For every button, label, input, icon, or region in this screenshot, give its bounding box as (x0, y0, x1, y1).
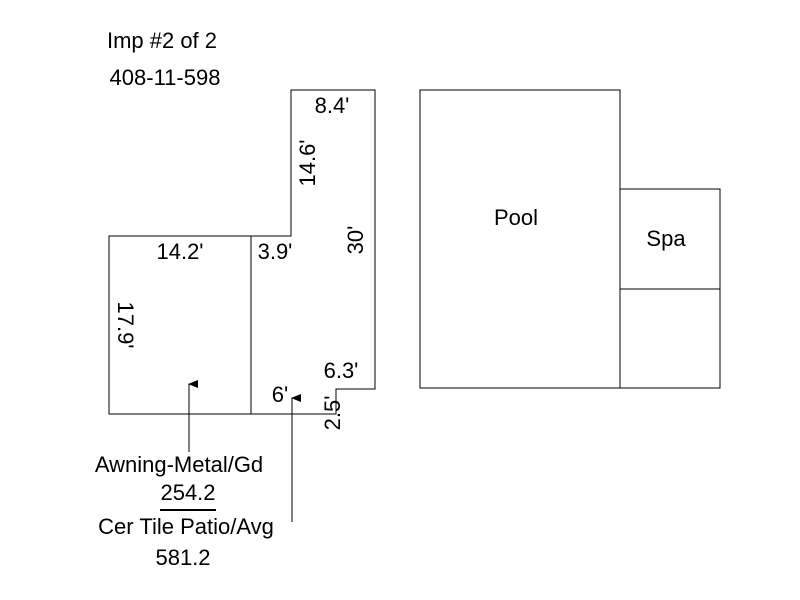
patio-top-width-dimension: 8.4' (315, 93, 350, 118)
spa-outline (619, 188, 721, 290)
awning-description: Awning-Metal/Gd (95, 452, 263, 477)
awning-area: 254.2 (160, 480, 215, 505)
patio-right-length-dimension: 30' (343, 226, 368, 255)
awning-height-dimension: 17.9' (113, 301, 138, 348)
parcel-number: 408-11-598 (110, 65, 221, 90)
patio-notch-height-dimension: 2.5' (320, 396, 345, 431)
pool-outline (419, 89, 621, 389)
improvement-label: Imp #2 of 2 (107, 28, 217, 53)
spa-label: Spa (646, 226, 686, 251)
patio-description: Cer Tile Patio/Avg (98, 514, 274, 539)
awning-width-dimension: 14.2' (156, 239, 203, 264)
patio-upper-segment-dimension: 14.6' (295, 139, 320, 186)
patio-notch-width-dimension: 6' (272, 382, 288, 407)
patio-step-width-dimension: 3.9' (258, 239, 293, 264)
patio-outline (250, 89, 376, 415)
patio-area: 581.2 (155, 545, 210, 570)
patio-bottom-right-width-dimension: 6.3' (324, 358, 359, 383)
pool-label: Pool (494, 205, 538, 230)
